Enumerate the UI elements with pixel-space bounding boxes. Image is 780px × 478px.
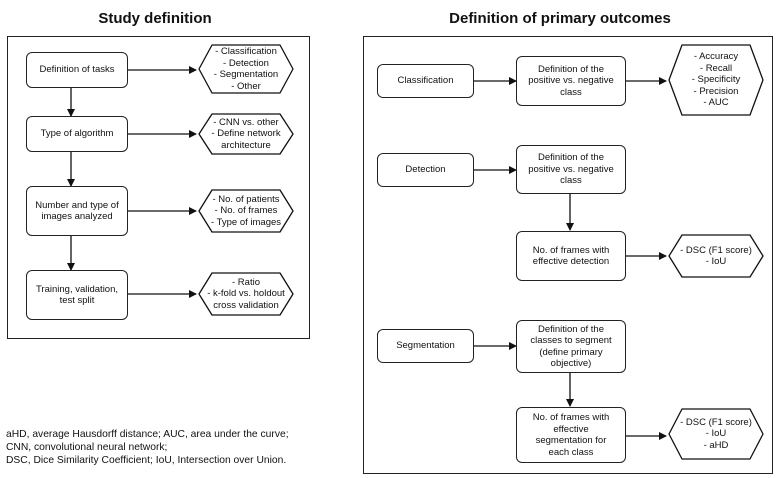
segmentation-box: Segmentation [377, 329, 474, 363]
study-definition-panel [7, 36, 310, 339]
definition-of-tasks-box: Definition of tasks [26, 52, 128, 88]
detection-metrics-hexagon: - DSC (F1 score) - IoU [668, 234, 764, 278]
type-of-algorithm-box: Type of algorithm [26, 116, 128, 152]
detection-box: Detection [377, 153, 474, 187]
segmentation-definition-box: Definition of the classes to segment (de… [516, 320, 626, 373]
classification-box: Classification [377, 64, 474, 98]
classification-metrics-hexagon: - Accuracy - Recall - Specificity - Prec… [668, 44, 764, 116]
algorithm-options-hexagon: - CNN vs. other - Define network archite… [198, 113, 294, 155]
primary-outcomes-panel [363, 36, 773, 474]
classification-definition-box: Definition of the positive vs. negative … [516, 56, 626, 106]
abbreviations-footnote: aHD, average Hausdorff distance; AUC, ar… [6, 429, 289, 466]
segmentation-metrics-hexagon: - DSC (F1 score) - IoU - aHD [668, 408, 764, 460]
task-types-hexagon: - Classification - Detection - Segmentat… [198, 44, 294, 94]
number-and-type-of-images-box: Number and type of images analyzed [26, 186, 128, 236]
segmentation-frames-box: No. of frames with effective segmentatio… [516, 407, 626, 463]
detection-definition-box: Definition of the positive vs. negative … [516, 145, 626, 194]
images-analyzed-hexagon: - No. of patients - No. of frames - Type… [198, 189, 294, 233]
training-validation-test-split-box: Training, validation, test split [26, 270, 128, 320]
detection-frames-box: No. of frames with effective detection [516, 231, 626, 281]
split-options-hexagon: - Ratio - k-fold vs. holdout cross valid… [198, 272, 294, 316]
primary-outcomes-title: Definition of primary outcomes [449, 10, 671, 27]
study-definition-title: Study definition [98, 10, 212, 27]
